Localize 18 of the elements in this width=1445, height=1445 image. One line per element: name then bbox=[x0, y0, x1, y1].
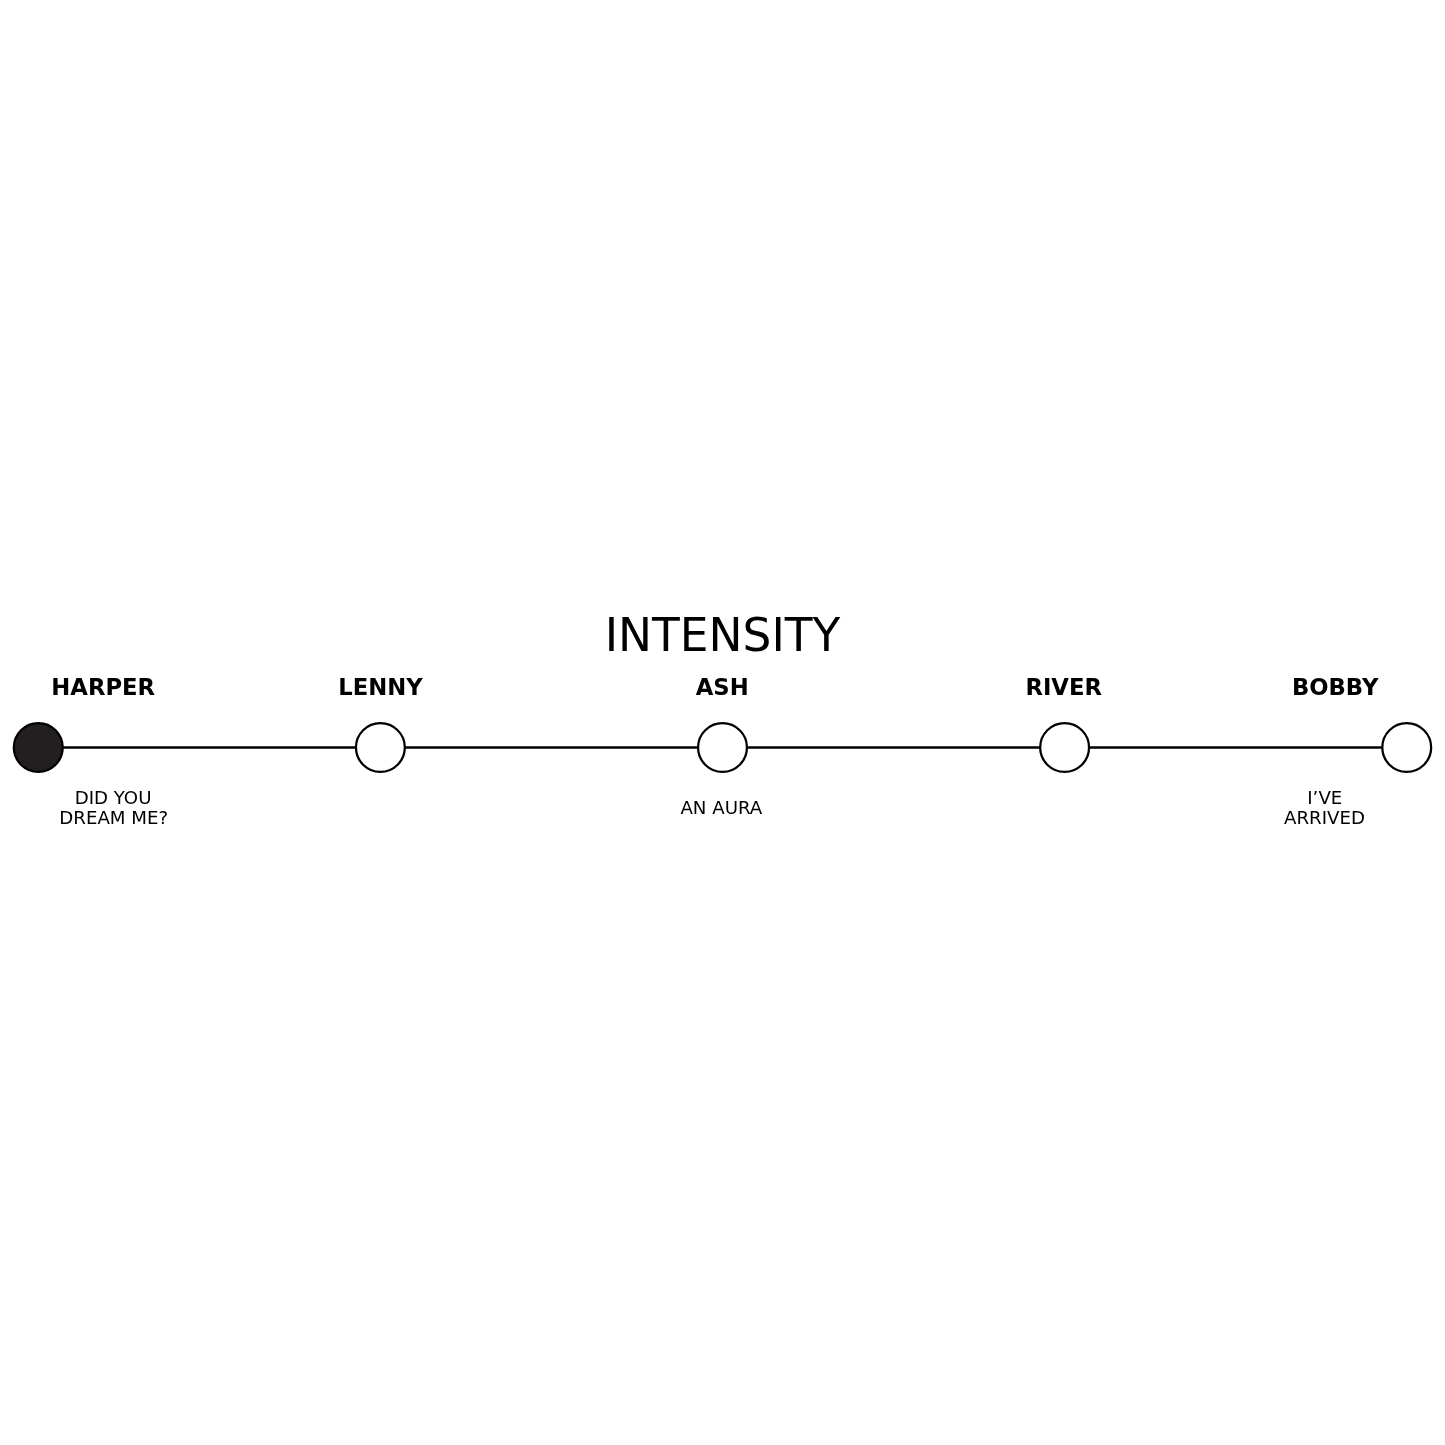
node-label: BOBBY bbox=[1291, 673, 1379, 700]
node-circle bbox=[354, 721, 406, 774]
connector bbox=[63, 746, 356, 749]
node-label: HARPER bbox=[51, 673, 156, 700]
connector bbox=[747, 746, 1041, 749]
node-label: RIVER bbox=[1025, 673, 1102, 700]
diagram-title: INTENSITY bbox=[604, 609, 841, 663]
node-circle bbox=[12, 721, 64, 774]
node-label: I’VE ARRIVED bbox=[1283, 786, 1365, 828]
connector bbox=[405, 746, 698, 749]
node-label: ASH bbox=[695, 673, 749, 700]
connector bbox=[1089, 746, 1383, 749]
node-circle bbox=[1039, 721, 1091, 774]
node-circle bbox=[696, 721, 749, 774]
node-label: LENNY bbox=[338, 673, 423, 700]
node-label: AN AURA bbox=[680, 796, 763, 818]
node-label: DID YOU DREAM ME? bbox=[59, 786, 169, 828]
node-circle bbox=[1381, 721, 1433, 774]
